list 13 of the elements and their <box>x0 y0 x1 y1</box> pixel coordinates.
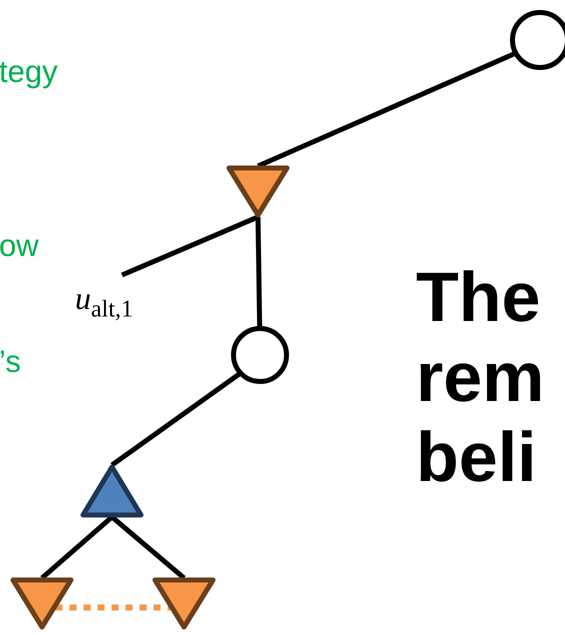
line <box>121 214 259 278</box>
line <box>257 51 516 168</box>
note-text: ow <box>0 230 39 261</box>
line <box>256 216 262 328</box>
line <box>110 372 241 468</box>
line <box>110 515 186 580</box>
dashed-line <box>56 604 170 610</box>
note-text: ’s <box>0 346 21 377</box>
heading-text: beli <box>416 422 537 492</box>
line <box>40 515 114 580</box>
variable-label: u$_{alt,1}$ <box>75 282 133 322</box>
heading-text: rem <box>416 342 544 412</box>
heading-text: The <box>416 262 540 332</box>
